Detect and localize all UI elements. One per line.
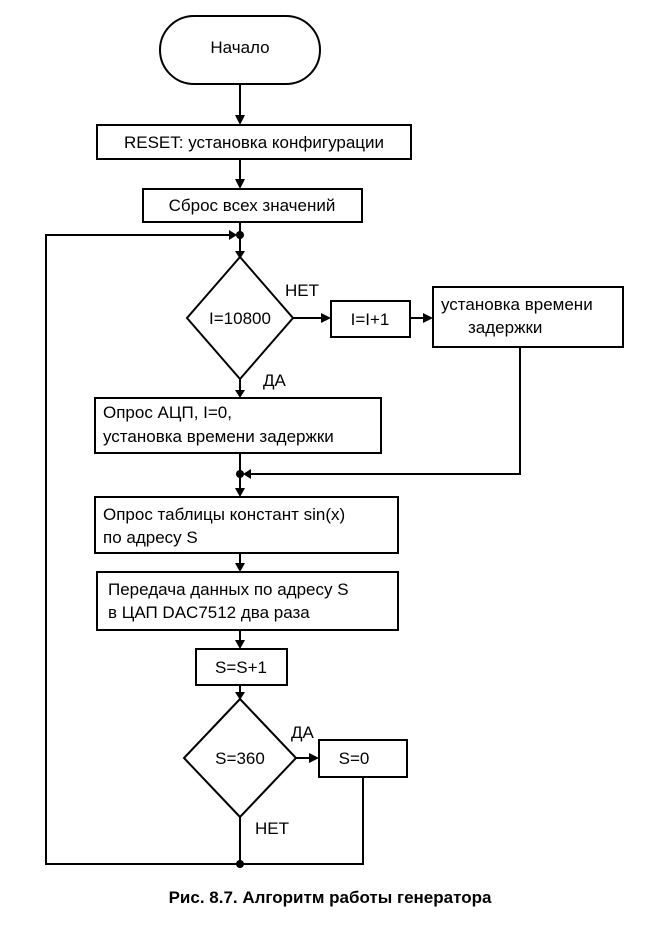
decision-s-label: S=360 [215,749,265,768]
reset-label: RESET: установка конфигурации [124,133,384,152]
no-label-1: НЕТ [285,281,319,300]
arrowhead [309,753,319,763]
arrowhead [229,230,237,240]
yes-label-2: ДА [291,723,315,742]
table-lookup-line2: по адресу S [103,528,198,547]
arrowhead [235,390,245,398]
set-delay-line2: задержки [468,318,542,337]
increment-s-label: S=S+1 [215,658,267,677]
increment-i-box [330,300,411,338]
connector-reset-s-bottom [240,777,364,865]
arrowhead [235,488,245,497]
reset-box [96,124,412,160]
reset-s-box [318,739,408,778]
arrowhead [243,469,251,479]
figure-caption: Рис. 8.7. Алгоритм работы генератора [169,888,492,907]
start-label: Начало [210,38,269,57]
arrowhead [423,313,433,323]
arrowhead [235,251,245,259]
set-delay-box [432,286,624,348]
arrowhead [235,115,245,125]
poll-adc-box [94,397,382,454]
increment-i-label: I=I+1 [351,310,390,329]
increment-s-box [195,648,288,686]
poll-adc-line2: установка времени задержки [103,427,334,446]
arrowhead [235,563,245,572]
yes-label-1: ДА [263,371,287,390]
decision-i-label: I=10800 [209,309,271,328]
connector-delay-junction [250,347,521,475]
clear-values-label: Сброс всех значений [169,196,336,215]
poll-adc-line1: Опрос АЦП, I=0, [103,403,232,422]
transfer-line1: Передача данных по адресу S [108,580,349,599]
transfer-line2: в ЦАП DAC7512 два раза [108,603,310,622]
reset-s-label: S=0 [339,749,370,768]
table-lookup-box [94,496,399,554]
arrowhead [235,640,245,649]
arrowhead [321,313,331,323]
set-delay-line1: установка времени [441,295,593,314]
loop-back-line [45,234,240,865]
transfer-box [96,571,399,631]
arrowhead [235,692,245,700]
no-label-2: НЕТ [255,819,289,838]
clear-values-box [142,188,363,223]
arrowhead [235,179,245,189]
table-lookup-line1: Опрос таблицы констант sin(x) [103,505,345,524]
